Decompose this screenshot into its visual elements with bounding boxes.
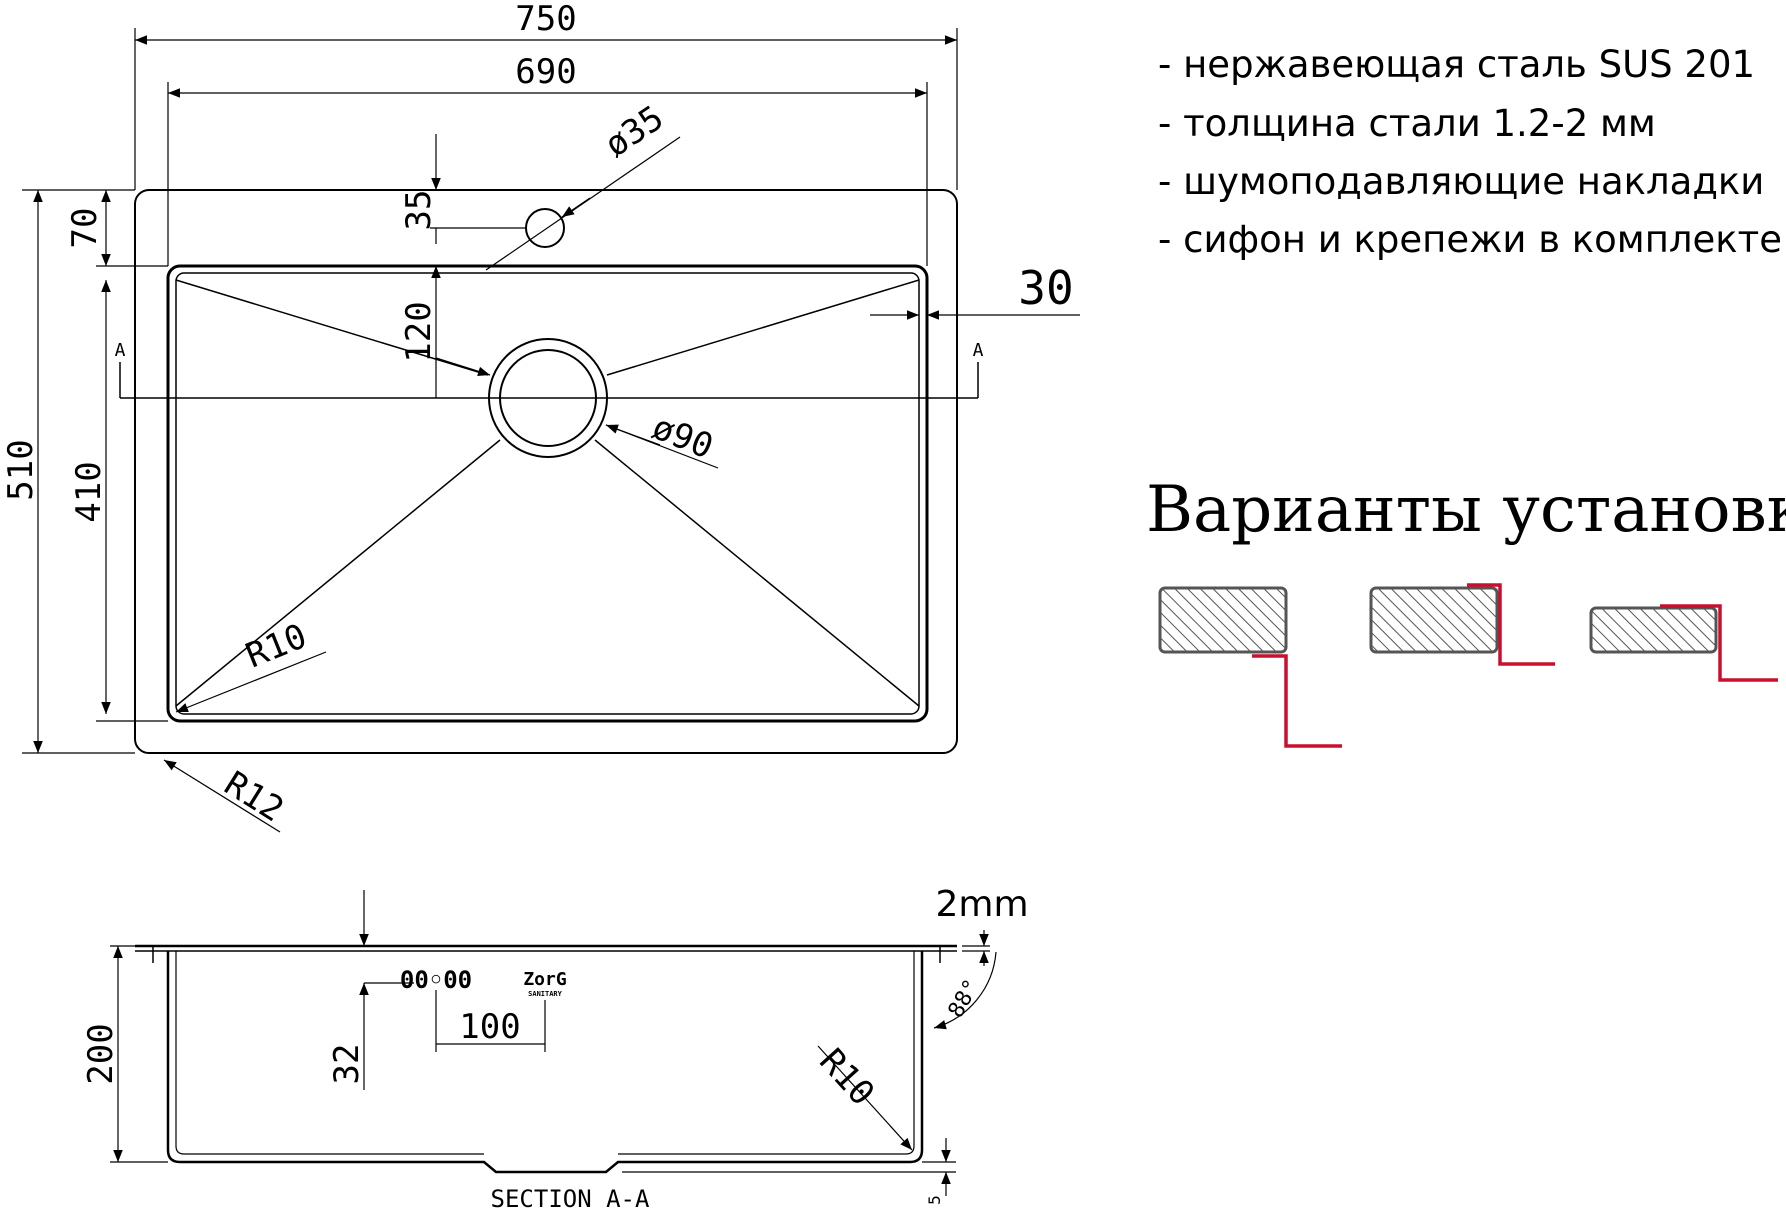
brand-logo-sub: SANITARY [528, 990, 563, 998]
dim-510-label: 510 [1, 439, 41, 500]
countertop-hatch [1589, 606, 1718, 654]
slope-line [175, 439, 501, 707]
spec-item-pads: - шумоподавляющие накладки [1158, 160, 1765, 203]
dim-5-label: 5 [925, 1195, 944, 1205]
dim-410-label: 410 [69, 461, 109, 522]
dim-690-label: 690 [515, 52, 576, 92]
install-variants-title: Варианты установки [1146, 473, 1786, 547]
angle-arc-88 [933, 951, 997, 1030]
section-caption: SECTION A-A [491, 1185, 650, 1213]
sink-profile-red [1467, 583, 1555, 666]
install-variant-overmount [1589, 604, 1778, 682]
tap-hole [525, 208, 565, 248]
dim-30-label: 30 [1018, 261, 1073, 315]
dim-32-label: 32 [327, 1044, 367, 1085]
sink-bowl-inner [175, 272, 920, 715]
sink-profile-red [1252, 654, 1342, 748]
slope-line [606, 279, 920, 376]
dim-r12-label: R12 [217, 764, 290, 830]
dim-750-label: 750 [515, 0, 576, 39]
dim-100-label: 100 [459, 1007, 520, 1047]
dim-diam90-label: ø90 [647, 407, 719, 467]
dim-200-label: 200 [81, 1023, 121, 1084]
spec-item-siphon: - сифон и крепежи в комплекте [1158, 218, 1782, 261]
slope-line [594, 439, 920, 707]
section-bowl-profile [166, 951, 924, 1174]
slope-line [175, 279, 489, 376]
dim-2mm-label: 2mm [935, 884, 1028, 925]
top-view: 750 690 ø35 35 120 70 30 510 [1, 0, 1080, 833]
dim-120-label: 120 [399, 301, 439, 362]
dim-88-label: 88° [944, 975, 986, 1022]
dim-diam35-label: ø35 [598, 98, 671, 166]
spec-item-material: - нержавеющая сталь SUS 201 [1158, 43, 1756, 86]
sink-bowl-outer [166, 264, 929, 723]
section-mark-right: A [973, 340, 984, 361]
install-variants [1158, 583, 1778, 748]
overflow-slots: 00◦00 [400, 966, 472, 994]
countertop-hatch [1158, 586, 1288, 654]
countertop-hatch [1369, 586, 1499, 654]
brand-logo: ZorG [523, 969, 566, 990]
sink-outer-rim [134, 189, 958, 754]
install-variant-flush [1369, 583, 1555, 666]
sink-profile-red [1660, 604, 1778, 682]
dim-r10-top-label: R10 [240, 616, 312, 676]
install-variant-undermount [1158, 586, 1342, 748]
dim-r10-section-label: R10 [811, 1041, 882, 1113]
dim-35-label: 35 [399, 190, 439, 231]
section-mark-left: A [115, 340, 126, 361]
section-view: 200 32 00◦00 ZorG SANITARY 100 2mm 88° R… [81, 884, 1029, 1213]
dim-70-label: 70 [65, 208, 105, 249]
spec-item-thickness: - толщина стали 1.2-2 мм [1158, 102, 1656, 145]
